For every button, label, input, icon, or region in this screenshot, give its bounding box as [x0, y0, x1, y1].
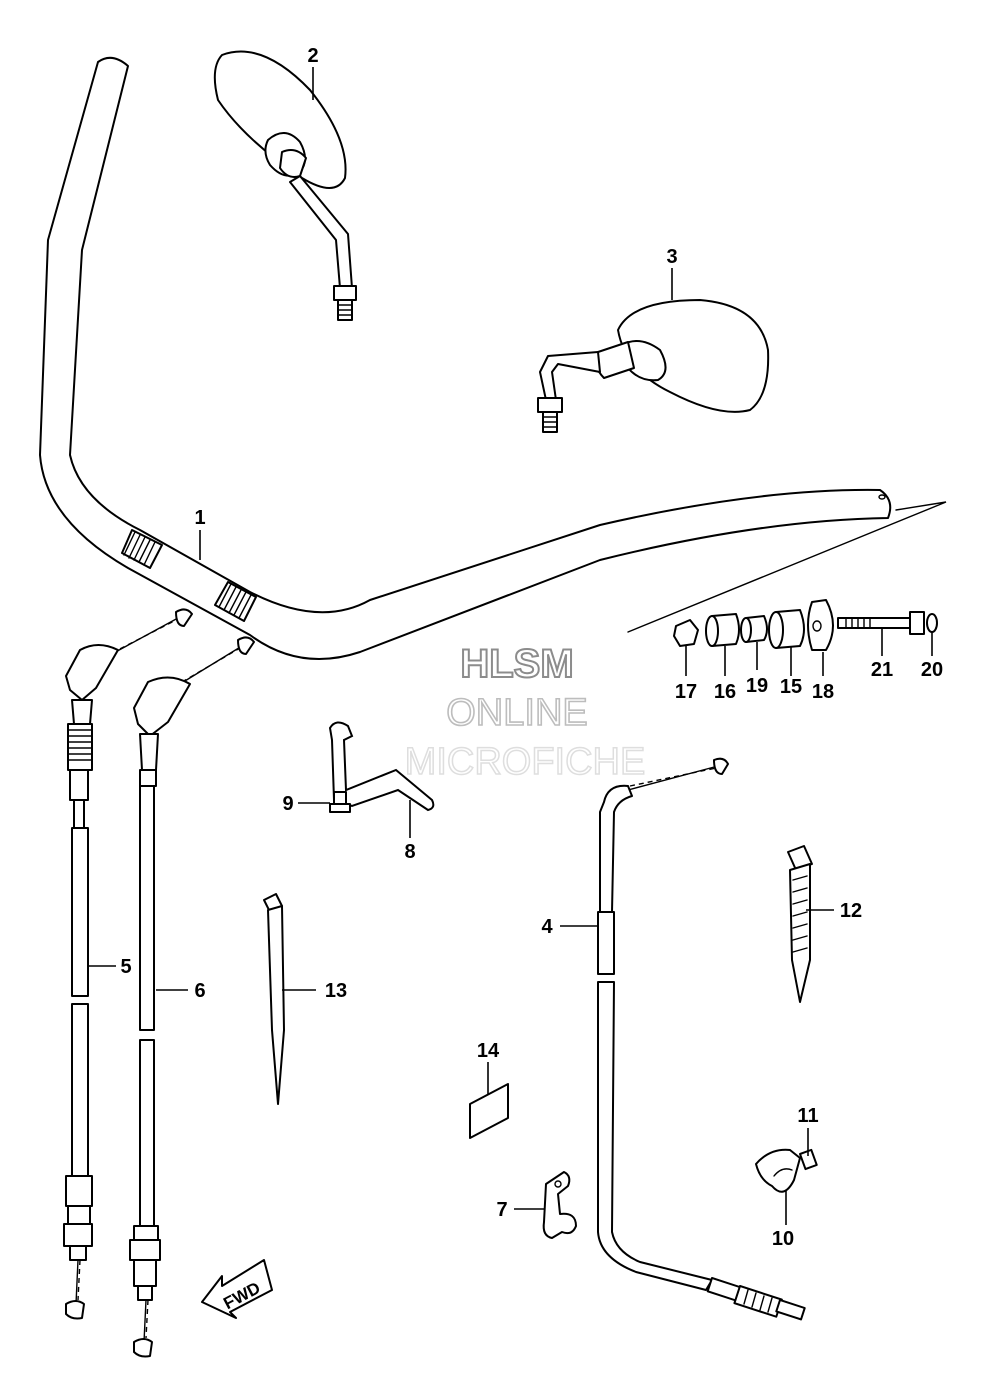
- watermark-line-3: MICROFICHE: [405, 741, 646, 783]
- callout-1: 1: [194, 507, 205, 529]
- weight-16: [705, 613, 740, 647]
- nut-17: [673, 619, 699, 647]
- callout-8: 8: [404, 841, 415, 863]
- cable-guide-bracket: [328, 721, 435, 812]
- callout-19: 19: [746, 675, 768, 697]
- handlebar: [39, 56, 892, 661]
- cable-tie-long: [263, 893, 285, 1105]
- watermark-line-1: HLSM: [460, 642, 573, 686]
- watermark: HLSM ONLINE MICROFICHE: [404, 641, 646, 784]
- mirror-right: [537, 299, 770, 433]
- throttle-cable-return: [129, 636, 255, 1358]
- callout-9: 9: [282, 793, 293, 815]
- forward-direction-arrow: FWD: [201, 1259, 273, 1319]
- bolt-21: [837, 611, 925, 635]
- clutch-cable: [597, 757, 806, 1321]
- bolt-11: [799, 1148, 818, 1171]
- leader-lines: [88, 67, 933, 1225]
- callout-6: 6: [194, 980, 205, 1002]
- mirror-left: [213, 50, 357, 321]
- spacer-19: [740, 615, 768, 643]
- weight-18: [807, 599, 834, 651]
- cable-clamp: [542, 1171, 577, 1239]
- callout-4: 4: [541, 916, 553, 938]
- clamp-10: [755, 1148, 801, 1193]
- callout-5: 5: [120, 956, 131, 978]
- callout-14: 14: [477, 1040, 500, 1062]
- knurled-section-upper: [121, 529, 163, 569]
- callout-21: 21: [871, 659, 893, 681]
- callout-2: 2: [307, 45, 318, 67]
- callout-17: 17: [675, 681, 697, 703]
- callout-3: 3: [666, 246, 677, 268]
- callout-11: 11: [797, 1105, 818, 1127]
- callout-13: 13: [325, 980, 347, 1002]
- weight-15: [768, 609, 805, 649]
- knurled-section-lower: [214, 581, 257, 622]
- callout-12: 12: [840, 900, 862, 922]
- cable-tie-wide: [787, 845, 813, 1003]
- washer-20: [926, 613, 938, 633]
- callout-16: 16: [714, 681, 736, 703]
- throttle-cable-pull: [63, 608, 193, 1320]
- callout-15: 15: [780, 676, 802, 698]
- watermark-line-2: ONLINE: [446, 692, 587, 734]
- callout-18: 18: [812, 681, 834, 703]
- bolt-9: [329, 791, 351, 813]
- callout-7: 7: [496, 1199, 507, 1221]
- callout-10: 10: [772, 1228, 794, 1250]
- warning-label: [469, 1083, 509, 1139]
- assembly-guide-line: [627, 501, 947, 633]
- callout-20: 20: [921, 659, 943, 681]
- callout-numbers: 1 2 3 4 5 6 7 8 9 10 11 12 13 14 15 16 1…: [120, 45, 943, 1250]
